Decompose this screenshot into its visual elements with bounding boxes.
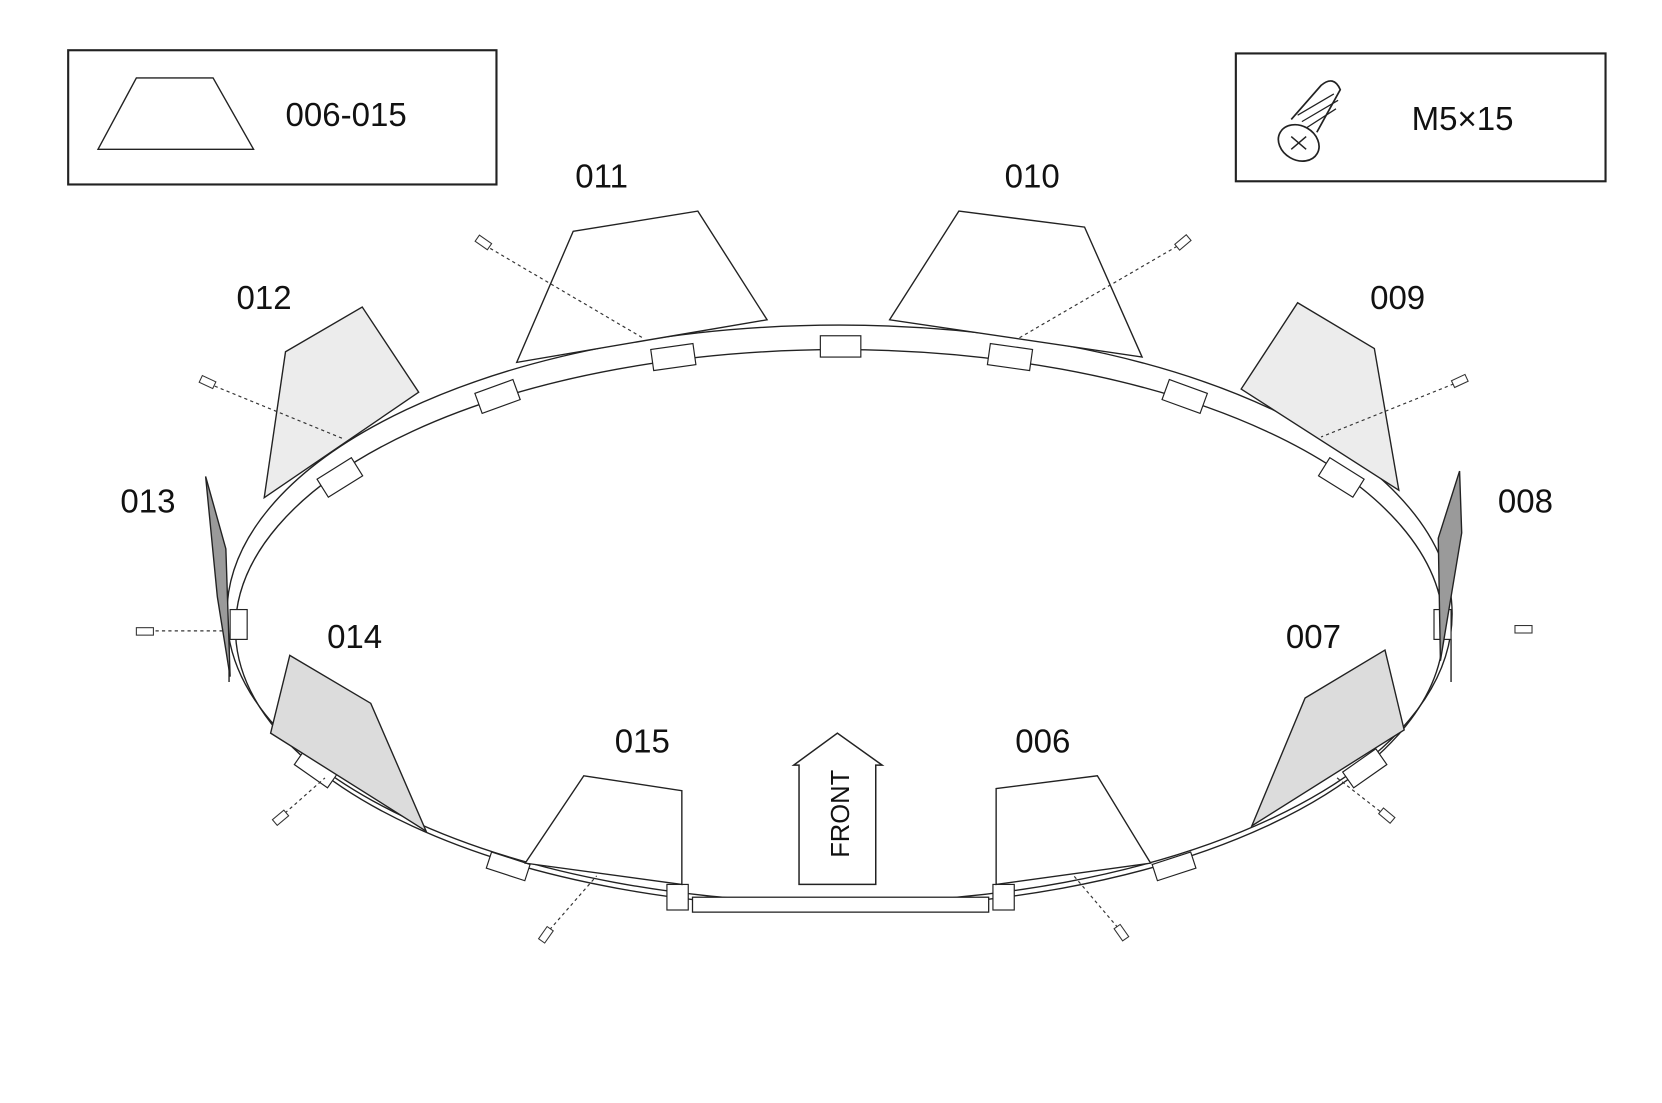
screw-icon (537, 925, 554, 944)
label-013: 013 (120, 483, 175, 520)
front-arrow-label: FRONT (827, 769, 855, 857)
screw-icon (474, 234, 493, 251)
screw-icon (1514, 625, 1533, 634)
panel-007 (1250, 648, 1405, 828)
screw-legend-label: M5×15 (1412, 100, 1514, 137)
panel-012 (263, 306, 420, 500)
screw-icon (198, 374, 217, 390)
panel-011 (515, 210, 769, 364)
screw-icon (1377, 807, 1396, 824)
screws (135, 234, 1533, 944)
screw-icon (1113, 923, 1130, 942)
panel-010 (888, 210, 1144, 358)
panel-008 (1437, 470, 1463, 661)
label-010: 010 (1005, 158, 1060, 195)
label-011: 011 (575, 158, 628, 195)
screw-icon (135, 627, 154, 636)
label-012: 012 (237, 279, 292, 316)
panel-legend-label: 006-015 (286, 96, 407, 133)
screw-icon (1174, 234, 1192, 251)
screw-icon (1277, 80, 1342, 162)
panel-014 (269, 654, 428, 833)
screw-icon (1450, 373, 1469, 389)
panel-013 (204, 476, 231, 677)
screw-legend-box: M5×15 (1234, 52, 1607, 183)
trapezoid-panel-icon (96, 77, 255, 151)
panel-009 (1240, 301, 1400, 492)
panel-legend-box: 006-015 (67, 49, 498, 186)
screw-icon (271, 809, 290, 827)
label-006: 006 (1015, 722, 1070, 759)
front-arrow: FRONT (791, 732, 885, 886)
label-008: 008 (1498, 483, 1553, 520)
label-015: 015 (615, 722, 670, 759)
label-007: 007 (1286, 618, 1341, 655)
panel-015 (524, 775, 683, 886)
panel-006 (995, 775, 1152, 886)
label-009: 009 (1370, 279, 1425, 316)
label-014: 014 (327, 618, 382, 655)
